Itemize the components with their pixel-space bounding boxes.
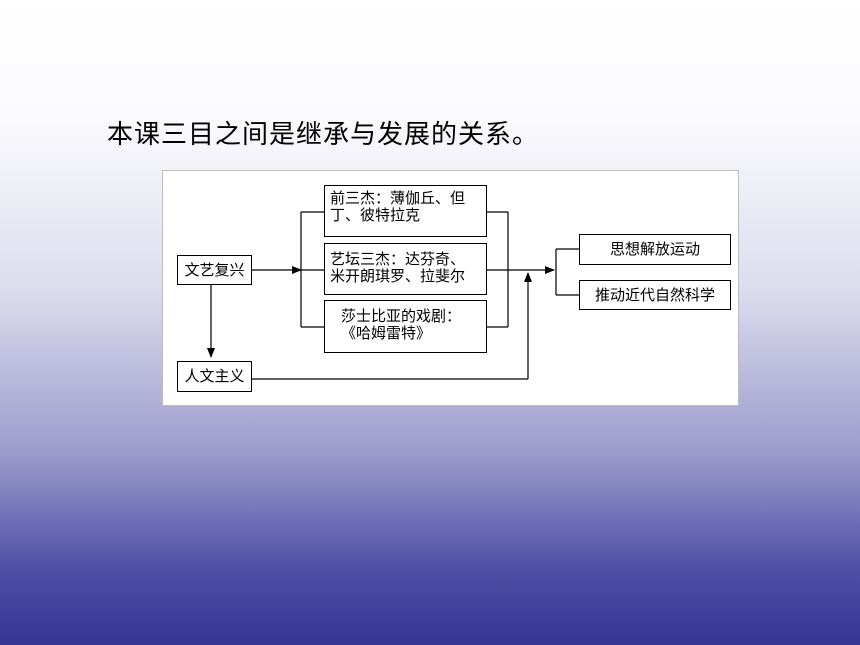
node-natural-science: 推动近代自然科学 — [579, 280, 731, 310]
node-early-three-masters: 前三杰：薄伽丘、但 丁、彼特拉克 — [324, 185, 487, 237]
node-thought-liberation: 思想解放运动 — [579, 234, 731, 265]
node-humanism: 人文主义 — [177, 361, 252, 392]
connector-lines — [207, 211, 579, 380]
relationship-diagram: 文艺复兴 人文主义 前三杰：薄伽丘、但 丁、彼特拉克 艺坛三杰：达芬奇、 米开朗… — [162, 170, 739, 406]
node-art-three-masters: 艺坛三杰：达芬奇、 米开朗琪罗、拉斐尔 — [324, 243, 487, 295]
page-heading: 本课三目之间是继承与发展的关系。 — [107, 120, 540, 150]
node-shakespeare: 莎士比亚的戏剧： 《哈姆雷特》 — [324, 300, 487, 353]
node-renaissance: 文艺复兴 — [177, 255, 252, 285]
